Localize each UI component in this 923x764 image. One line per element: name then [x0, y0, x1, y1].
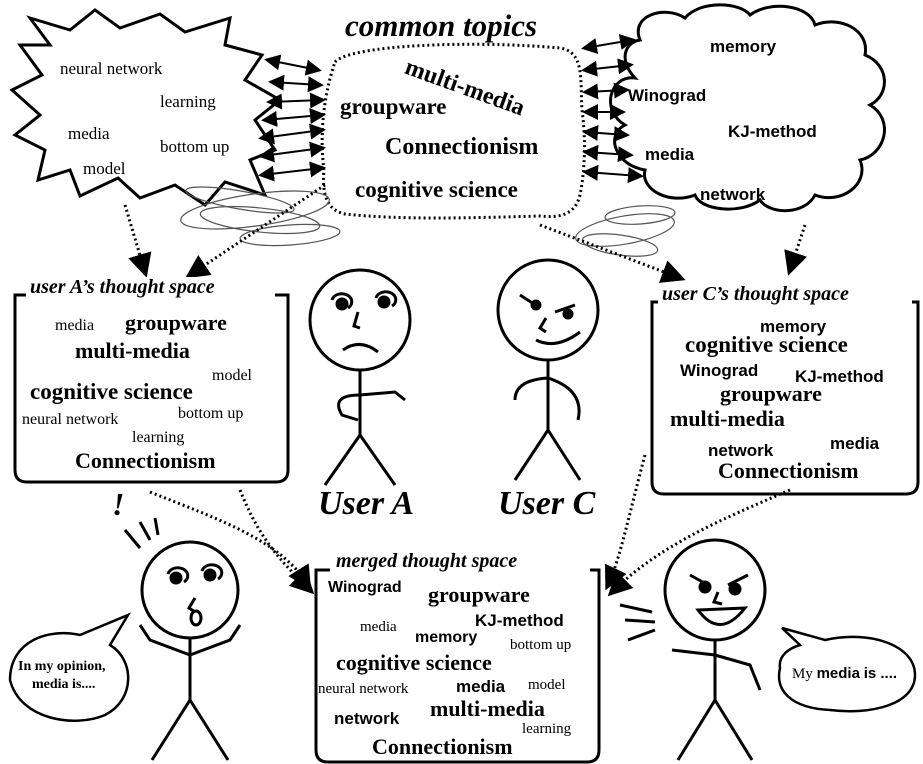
user-c-label: User C	[498, 485, 596, 522]
flow-arrows	[123, 183, 808, 597]
speech-c-text: My media is ....	[792, 666, 897, 682]
space-c-word: media	[830, 434, 880, 453]
space-a-word: Connectionism	[75, 448, 216, 473]
left-connector-arrows	[258, 54, 326, 182]
right-connector-arrows	[581, 34, 644, 184]
bubble-a-word: bottom up	[160, 137, 230, 156]
merged-word: neural network	[318, 681, 409, 697]
space-a-word: media	[55, 317, 95, 334]
speech-a-line2: media is....	[32, 677, 96, 692]
bubble-a-word: neural network	[60, 59, 163, 78]
confusion-scribble-left	[180, 186, 341, 247]
speech-c-bold-word: media	[816, 665, 860, 682]
user-a-space-title: user A’s thought space	[26, 277, 219, 297]
user-a-label: User A	[318, 485, 415, 522]
merged-word: model	[528, 677, 566, 693]
topic-word: groupware	[340, 94, 447, 119]
speech-c-suffix: is ....	[863, 665, 898, 682]
user-c-space-box	[650, 300, 920, 496]
space-a-word: neural network	[22, 411, 119, 428]
bubble-a-word: media	[68, 124, 110, 143]
speech-balloon-a	[8, 612, 132, 722]
bubble-c-word: media	[645, 145, 695, 164]
space-a-word: learning	[132, 429, 185, 446]
space-c-word: cognitive science	[685, 332, 848, 357]
user-c-speaking-figure	[619, 538, 767, 761]
topic-word: cognitive science	[355, 177, 518, 202]
merged-word: groupware	[428, 582, 530, 607]
merged-word: memory	[415, 629, 478, 646]
merged-word: bottom up	[510, 637, 572, 653]
confusion-scribble-right	[575, 205, 676, 257]
merged-word: multi-media	[430, 696, 545, 721]
bubble-c-word: memory	[710, 37, 777, 56]
space-c-word: memory	[760, 317, 827, 336]
bubble-a-word: learning	[160, 92, 216, 111]
speech-c-prefix: My	[792, 666, 813, 682]
exclamation-mark: !	[112, 486, 125, 522]
bubble-c-word: Winograd	[628, 86, 707, 105]
topic-word: Connectionism	[385, 134, 539, 160]
merged-word: KJ-method	[475, 611, 564, 630]
user-a-figure	[308, 268, 412, 486]
space-a-word: multi-media	[75, 338, 190, 363]
user-c-space-title: user C’s thought space	[658, 284, 853, 304]
space-c-word: multi-media	[670, 406, 785, 431]
user-a-space-box	[13, 293, 290, 484]
space-a-word: groupware	[125, 310, 227, 335]
speech-a-line1: In my opinion,	[18, 659, 106, 674]
space-c-word: Connectionism	[718, 458, 859, 483]
bubble-c-word: network	[700, 185, 766, 204]
common-topics-title: common topics	[345, 8, 538, 43]
space-c-word: network	[708, 441, 774, 460]
bubble-a-word: model	[83, 159, 126, 178]
space-c-word: KJ-method	[795, 367, 884, 386]
merged-space-title: merged thought space	[332, 551, 522, 571]
user-a-spiky-bubble	[9, 8, 283, 207]
space-a-word: model	[212, 367, 252, 384]
space-c-word: groupware	[720, 381, 822, 406]
user-c-figure	[496, 258, 600, 481]
merged-word: learning	[522, 721, 572, 737]
user-a-speaking-figure	[123, 517, 242, 761]
speech-balloon-c	[777, 626, 917, 713]
space-a-word: bottom up	[178, 405, 244, 422]
user-c-cloud-bubble	[609, 3, 886, 213]
merged-word: network	[334, 709, 400, 728]
space-c-word: Winograd	[680, 361, 759, 380]
space-a-word: cognitive science	[30, 379, 193, 404]
merged-word: media	[360, 619, 397, 635]
merged-word: media	[456, 677, 506, 696]
merged-word: Winograd	[328, 579, 402, 596]
merged-word: cognitive science	[336, 650, 492, 675]
merged-space-box	[314, 568, 601, 764]
merged-word: Connectionism	[372, 734, 513, 759]
bubble-c-word: KJ-method	[728, 122, 817, 141]
